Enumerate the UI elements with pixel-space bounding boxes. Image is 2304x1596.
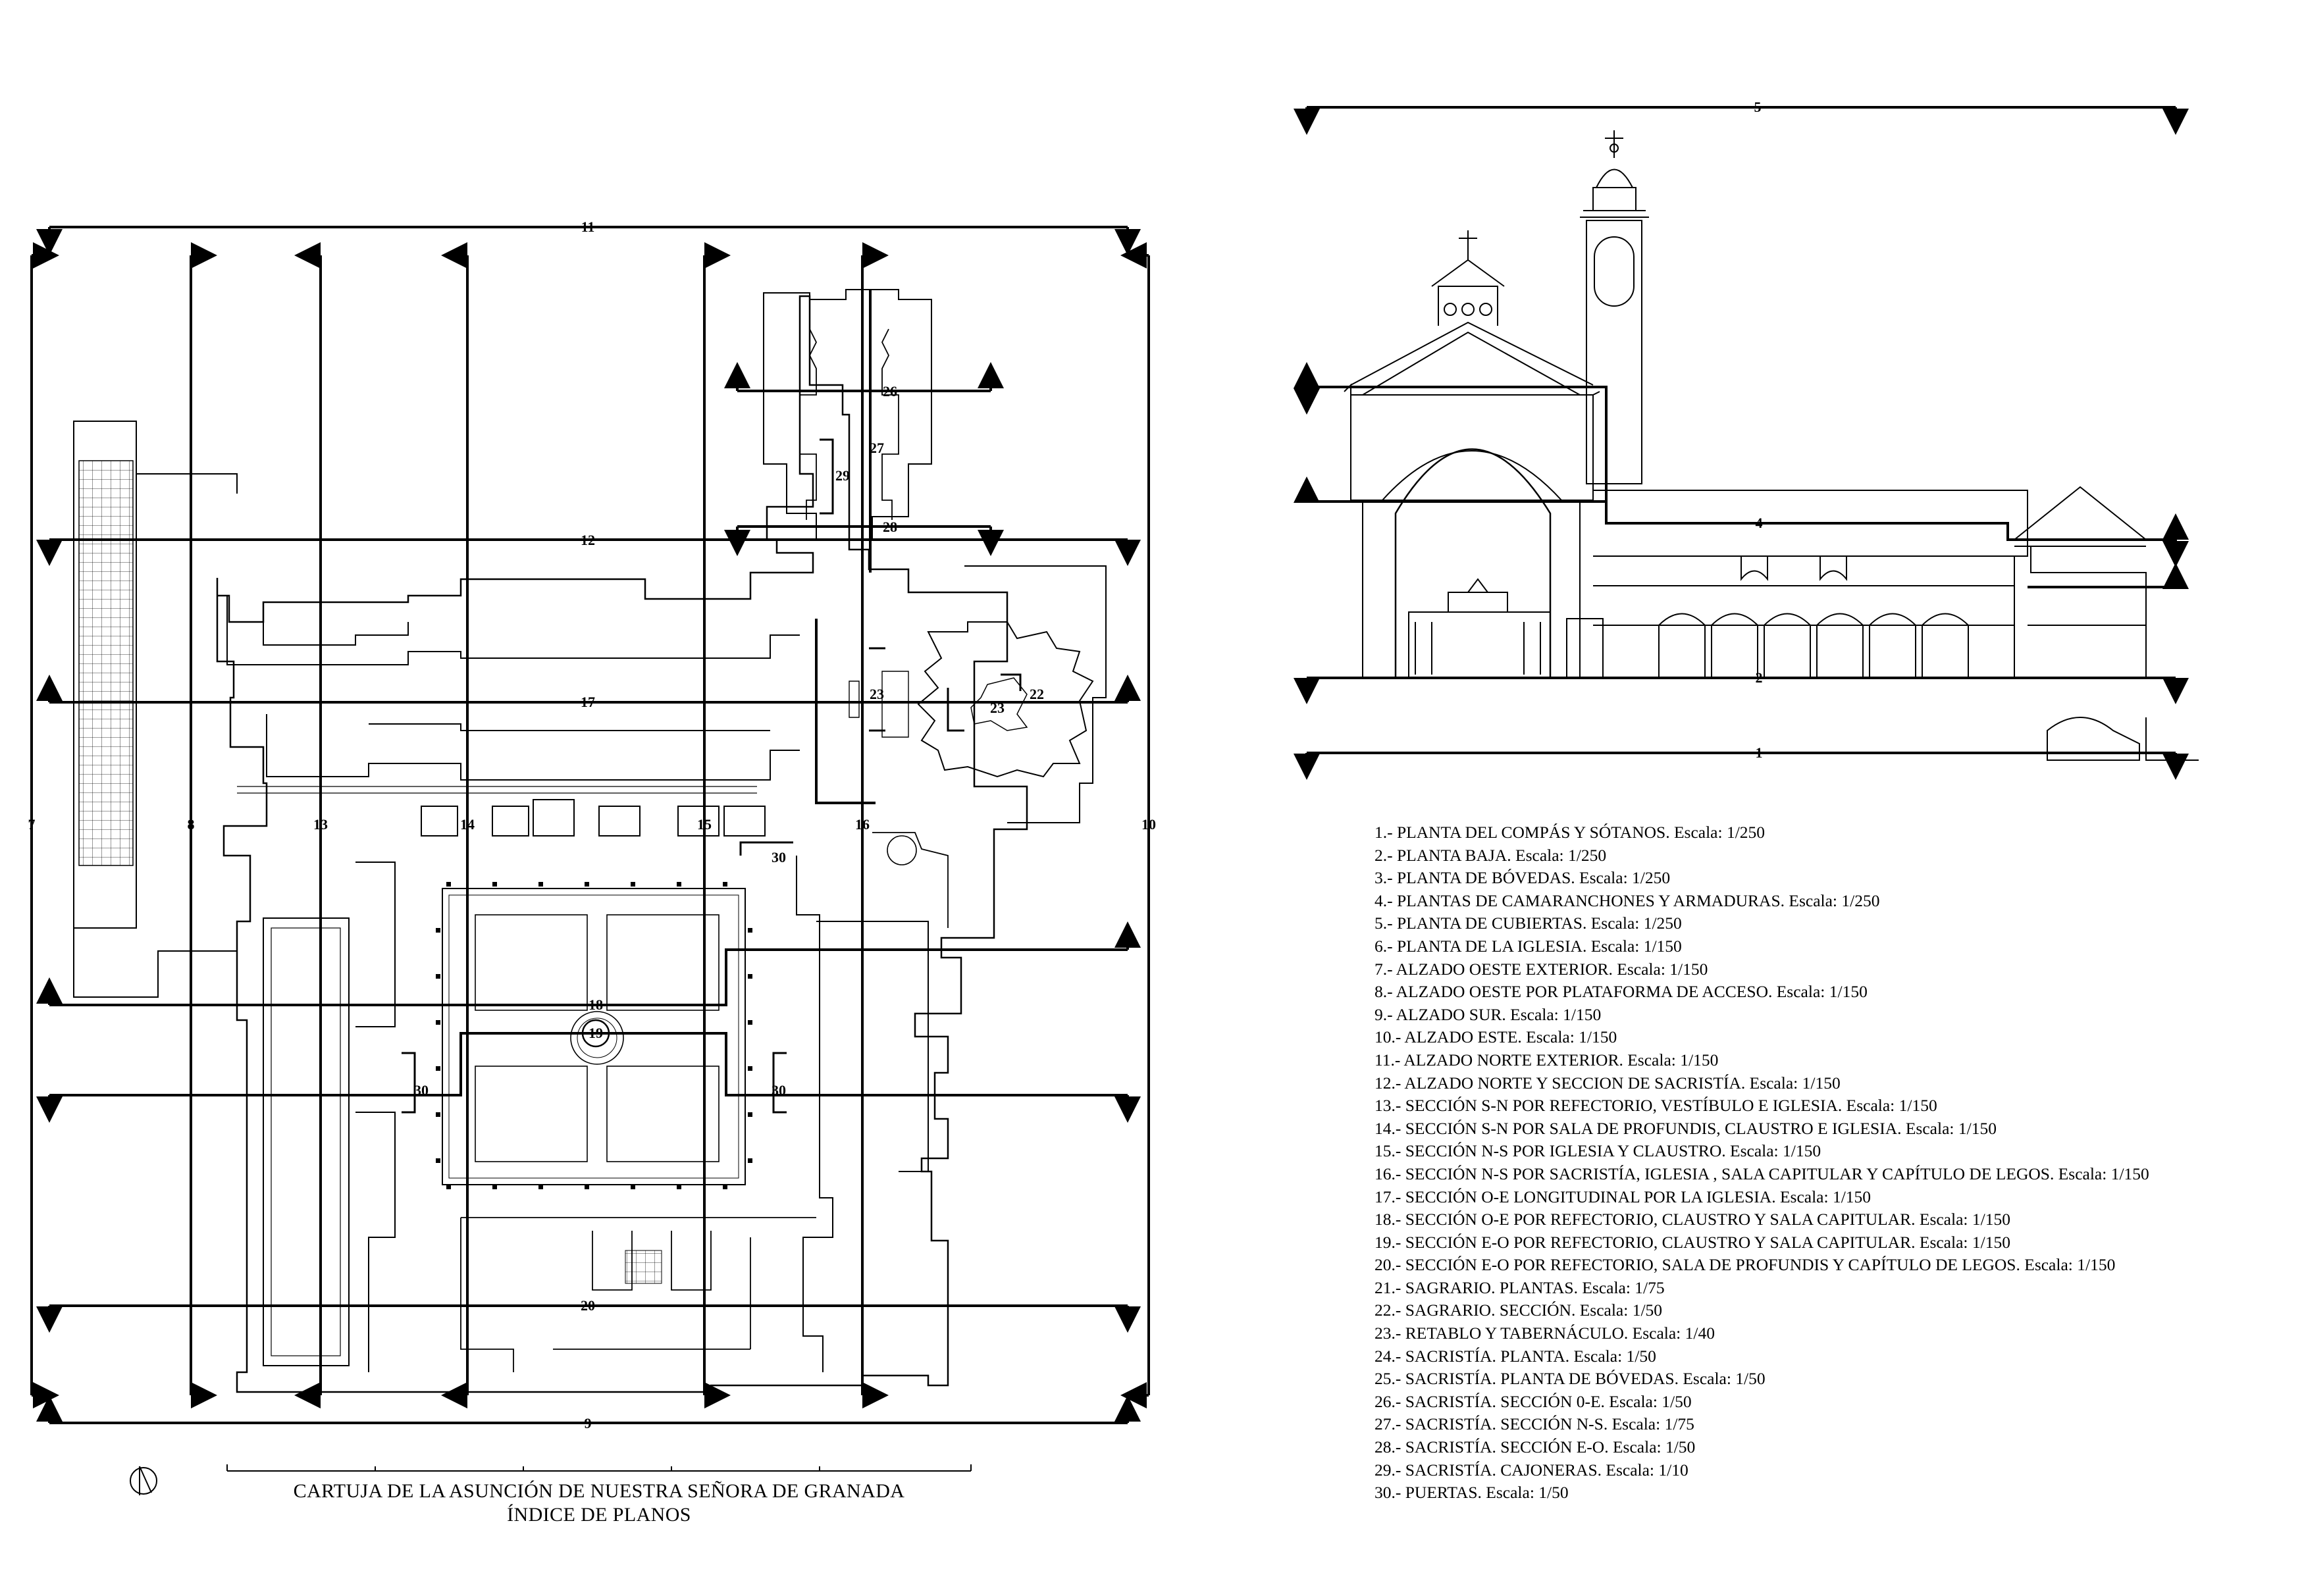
- legend-item: 9.- ALZADO SUR. Escala: 1/150: [1375, 1004, 1602, 1024]
- legend-item: 20.- SECCIÓN E-O POR REFECTORIO, SALA DE…: [1375, 1255, 2116, 1275]
- legend-item: 27.- SACRISTÍA. SECCIÓN N-S. Escala: 1/7…: [1375, 1414, 1694, 1434]
- legend-item: 21.- SAGRARIO. PLANTAS. Escala: 1/75: [1375, 1277, 1665, 1297]
- sheet-subtitle: ÍNDICE DE PLANOS: [507, 1504, 691, 1526]
- label-30-a: 30: [772, 849, 786, 865]
- legend-item: 22.- SAGRARIO. SECCIÓN. Escala: 1/50: [1375, 1300, 1663, 1320]
- legend-item: 24.- SACRISTÍA. PLANTA. Escala: 1/50: [1375, 1346, 1656, 1366]
- label-2: 2: [1756, 669, 1763, 686]
- label-23-b: 23: [990, 700, 1005, 716]
- west-annex: [73, 421, 137, 929]
- sagrario-plan: [917, 621, 1094, 778]
- label-28: 28: [883, 519, 897, 535]
- label-14: 14: [460, 816, 475, 833]
- north-arrow-icon: [130, 1466, 157, 1495]
- legend-item: 7.- ALZADO OESTE EXTERIOR. Escala: 1/150: [1375, 959, 1708, 979]
- legend-item: 26.- SACRISTÍA. SECCIÓN 0-E. Escala: 1/5…: [1375, 1391, 1692, 1411]
- scale-bar: [226, 1464, 972, 1472]
- legend-item: 30.- PUERTAS. Escala: 1/50: [1375, 1483, 1569, 1503]
- legend-item: 1.- PLANTA DEL COMPÁS Y SÓTANOS. Escala:…: [1375, 823, 1766, 842]
- elevation-labels: 5 4 2 1: [1754, 99, 1763, 761]
- sacristy-plan: [763, 289, 932, 540]
- building-outline: [216, 295, 1028, 1393]
- refectory: [263, 917, 350, 1366]
- legend-item: 23.- RETABLO Y TABERNÁCULO. Escala: 1/40: [1375, 1324, 1715, 1343]
- legend-item: 16.- SECCIÓN N-S POR SACRISTÍA, IGLESIA …: [1375, 1164, 2149, 1183]
- plan-index-legend: 1.- PLANTA DEL COMPÁS Y SÓTANOS. Escala:…: [1375, 821, 2283, 1505]
- legend-item: 6.- PLANTA DE LA IGLESIA. Escala: 1/150: [1375, 936, 1682, 956]
- label-20: 20: [581, 1297, 595, 1314]
- label-17: 17: [581, 694, 595, 710]
- legend-item: 19.- SECCIÓN E-O POR REFECTORIO, CLAUSTR…: [1375, 1232, 2010, 1252]
- legend-item: 25.- SACRISTÍA. PLANTA DE BÓVEDAS. Escal…: [1375, 1369, 1766, 1389]
- sheet-title: CARTUJA DE LA ASUNCIÓN DE NUESTRA SEÑORA…: [293, 1480, 905, 1502]
- label-12: 12: [581, 532, 595, 548]
- label-8: 8: [188, 816, 195, 833]
- label-16: 16: [855, 816, 870, 833]
- retablo: [1408, 611, 1551, 679]
- label-29: 29: [835, 467, 850, 484]
- cloister-wing: [1593, 490, 2028, 625]
- label-10: 10: [1141, 816, 1156, 833]
- elevation-section-lines: [1294, 106, 2189, 780]
- label-18: 18: [589, 996, 603, 1013]
- label-15: 15: [697, 816, 712, 833]
- legend-item: 14.- SECCIÓN S-N POR SALA DE PROFUNDIS, …: [1375, 1118, 1997, 1138]
- legend-item: 11.- ALZADO NORTE EXTERIOR. Escala: 1/15…: [1375, 1050, 1719, 1069]
- legend-item: 2.- PLANTA BAJA. Escala: 1/250: [1375, 845, 1607, 865]
- legend-item: 3.- PLANTA DE BÓVEDAS. Escala: 1/250: [1375, 868, 1671, 888]
- label-13: 13: [313, 816, 328, 833]
- title-block: CARTUJA DE LA ASUNCIÓN DE NUESTRA SEÑORA…: [224, 1480, 974, 1527]
- label-11: 11: [581, 219, 595, 235]
- legend-item: 13.- SECCIÓN S-N POR REFECTORIO, VESTÍBU…: [1375, 1096, 1937, 1116]
- cloister-garden: [475, 914, 720, 1162]
- legend-item: 12.- ALZADO NORTE Y SECCION DE SACRISTÍA…: [1375, 1073, 1841, 1093]
- label-4: 4: [1756, 515, 1763, 531]
- label-9: 9: [585, 1415, 592, 1431]
- label-30-b: 30: [414, 1082, 429, 1098]
- label-23-a: 23: [870, 686, 884, 702]
- legend-item: 10.- ALZADO ESTE. Escala: 1/150: [1375, 1027, 1617, 1047]
- label-1: 1: [1756, 744, 1763, 761]
- plan-section-lines: [30, 226, 1150, 1424]
- label-7: 7: [28, 816, 36, 833]
- legend-item: 4.- PLANTAS DE CAMARANCHONES Y ARMADURAS…: [1375, 890, 1880, 910]
- legend-item: 28.- SACRISTÍA. SECCIÓN E-O. Escala: 1/5…: [1375, 1437, 1696, 1457]
- legend-item: 5.- PLANTA DE CUBIERTAS. Escala: 1/250: [1375, 914, 1682, 933]
- bell-tower: [1586, 220, 1642, 484]
- label-30-c: 30: [772, 1082, 786, 1098]
- label-22: 22: [1030, 686, 1044, 702]
- legend-item: 29.- SACRISTÍA. CAJONERAS. Escala: 1/10: [1375, 1460, 1689, 1480]
- elevation: [1344, 130, 2199, 761]
- label-19: 19: [589, 1025, 603, 1041]
- cloister: [442, 888, 746, 1185]
- legend-item: 8.- ALZADO OESTE POR PLATAFORMA DE ACCES…: [1375, 982, 1868, 1002]
- legend-item: 17.- SECCIÓN O-E LONGITUDINAL POR LA IGL…: [1375, 1187, 1872, 1206]
- floor-plan: [73, 289, 1107, 1393]
- label-26: 26: [883, 383, 897, 399]
- legend-item: 18.- SECCIÓN O-E POR REFECTORIO, CLAUSTR…: [1375, 1210, 2010, 1229]
- label-27: 27: [870, 440, 884, 456]
- label-5: 5: [1754, 99, 1762, 115]
- north-wing: [226, 596, 800, 665]
- legend-item: 15.- SECCIÓN N-S POR IGLESIA Y CLAUSTRO.…: [1375, 1141, 1821, 1161]
- plan-labels: 11 9 7 8 13 14 15 16 10 12 17 18 19 20 2…: [28, 219, 1157, 1431]
